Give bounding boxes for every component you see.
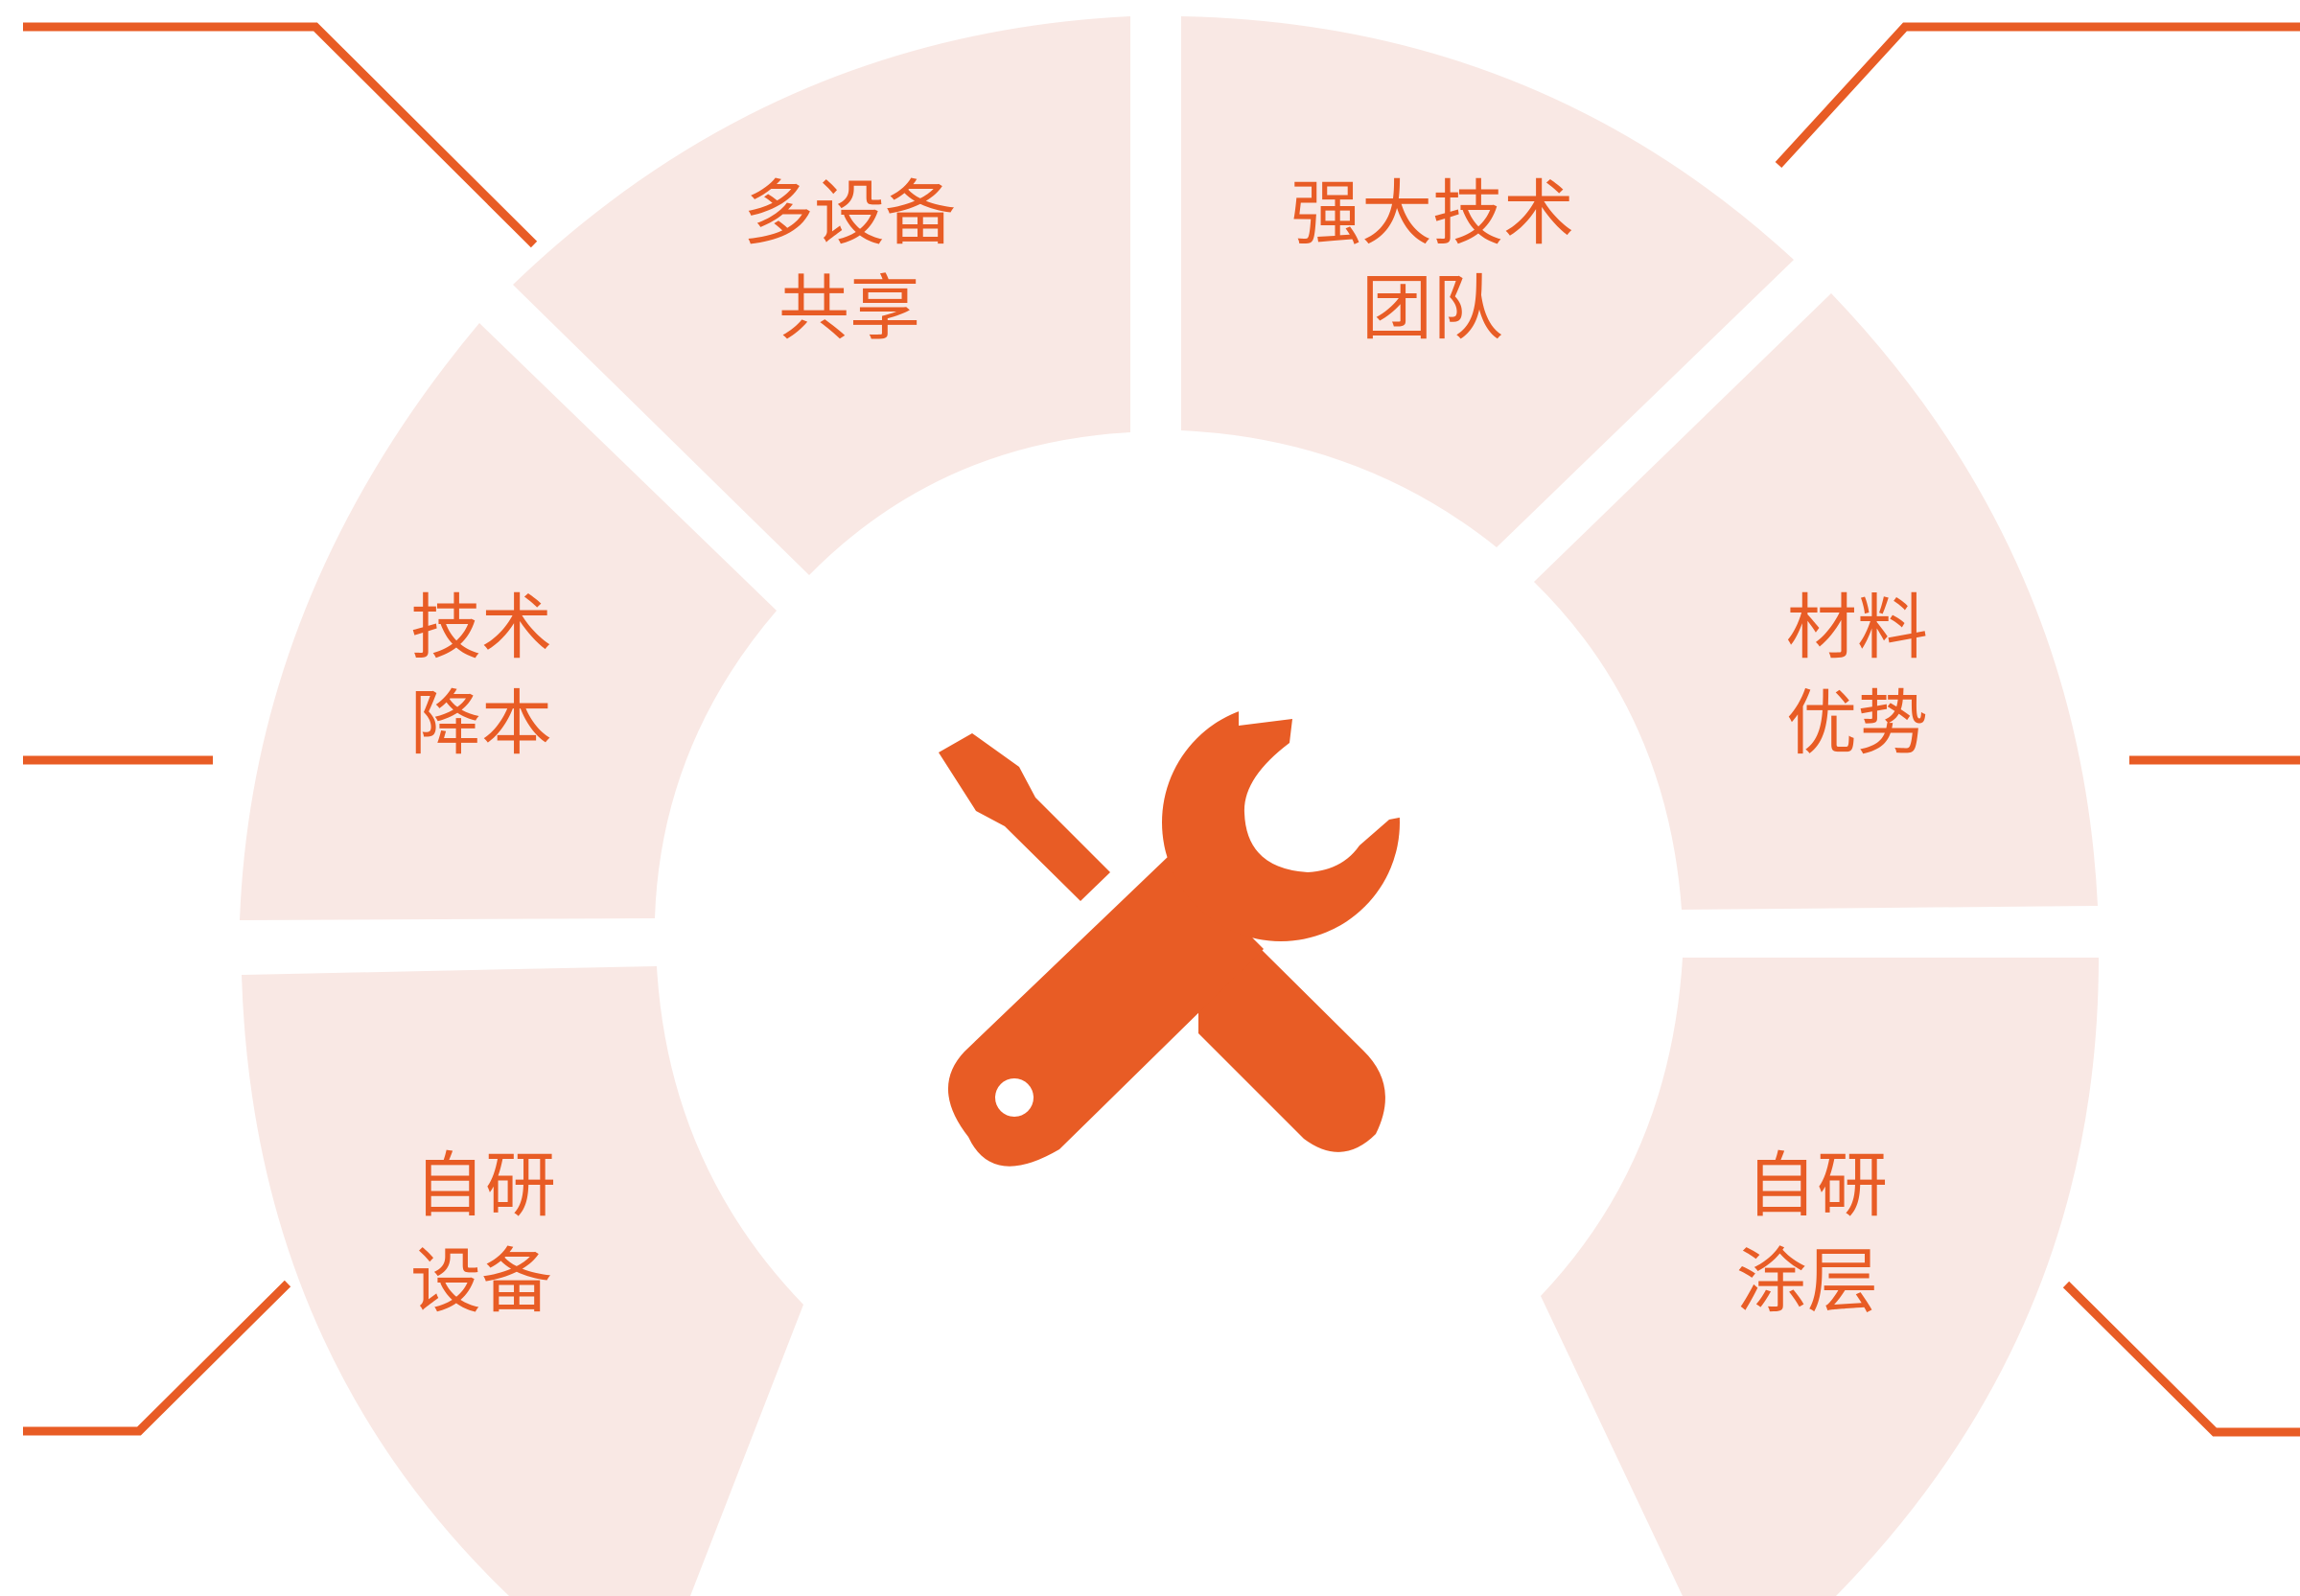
- label-self-developed-coating-line1: 自研: [1746, 1145, 1888, 1227]
- label-tech-cost-reduction-line1: 技术: [410, 587, 552, 669]
- segment-labels: 多设备 共享 强大技术 团队 技术 降本 材料 优势 自研 设备 自研 涂层: [410, 173, 1928, 1323]
- label-material-advantage-line2: 优势: [1786, 682, 1928, 765]
- segment-material-advantage: [1534, 293, 2098, 910]
- label-strong-tech-team-line2: 团队: [1361, 267, 1503, 350]
- label-material-advantage-line1: 材料: [1786, 587, 1928, 669]
- segment-multi-device-sharing: [513, 16, 1130, 575]
- wrench-end-hole: [995, 1078, 1034, 1117]
- connector-bottom-left: [23, 1280, 291, 1436]
- segment-self-developed-equipment: [242, 966, 803, 1596]
- label-tech-cost-reduction-line2: 降本: [410, 682, 552, 765]
- label-self-developed-coating-line2: 涂层: [1736, 1240, 1878, 1323]
- label-multi-device-sharing-line2: 共享: [778, 267, 920, 350]
- screwdriver-tip-icon: [939, 733, 1110, 901]
- segment-self-developed-coating: [1541, 958, 2099, 1596]
- ring-segments: [240, 16, 2099, 1596]
- connector-top-right: [1775, 22, 2300, 169]
- wrench-jaw-gap: [1239, 690, 1438, 872]
- connector-bottom-right: [2062, 1281, 2300, 1437]
- segment-strong-tech-team: [1181, 16, 1794, 547]
- label-multi-device-sharing-line1: 多设备: [743, 173, 956, 255]
- segment-tech-cost-reduction: [240, 323, 777, 920]
- label-self-developed-equipment-line2: 设备: [410, 1240, 552, 1323]
- screwdriver-handle-icon: [1198, 944, 1385, 1152]
- connector-lines: [23, 22, 2300, 1437]
- connector-top-left: [23, 22, 538, 248]
- label-strong-tech-team-line1: 强大技术: [1290, 173, 1574, 255]
- wrench-screwdriver-icon: [939, 690, 1438, 1167]
- label-self-developed-equipment-line1: 自研: [414, 1145, 556, 1227]
